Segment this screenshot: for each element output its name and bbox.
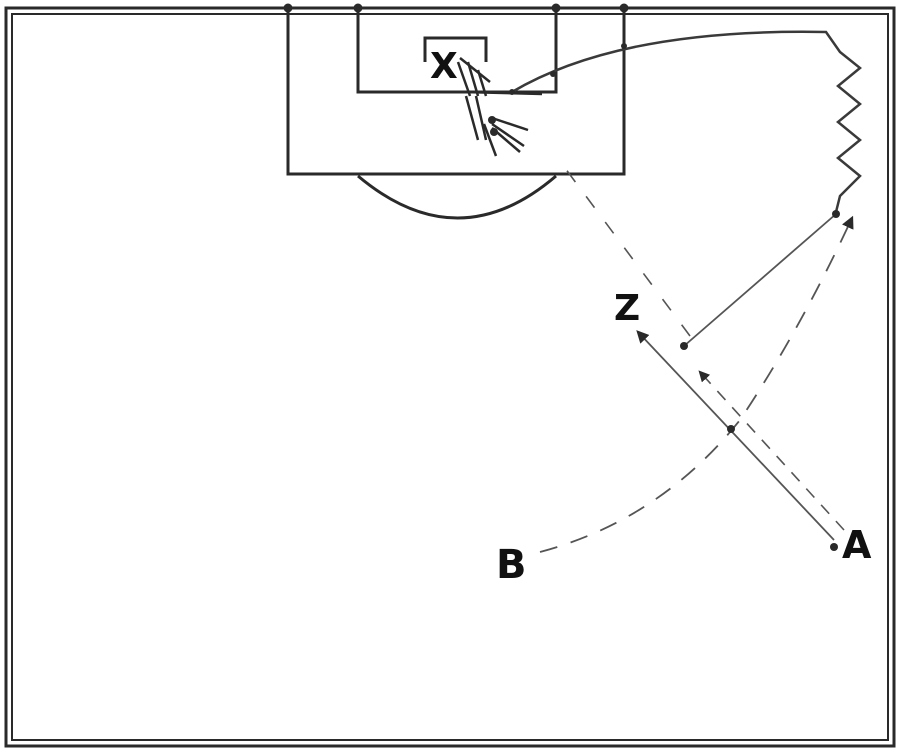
rim-backboard: [423, 36, 488, 62]
corner-node: [832, 210, 840, 218]
lane-key: [283, 3, 629, 176]
top-node: [621, 43, 627, 49]
a-pass-dashed-line: [698, 370, 845, 531]
player-b-label: B: [496, 542, 527, 588]
z-screen-line: [683, 213, 837, 347]
a-cut-to-z-line: [636, 330, 835, 541]
court-boundary: [4, 6, 896, 748]
b-curl-dashed-path: [539, 215, 854, 553]
lane-cut-dashed-line: [561, 163, 691, 337]
x-node-1: [488, 116, 496, 124]
lane-node: [509, 89, 515, 95]
crossing-node: [727, 425, 735, 433]
baseline-dribble-path: [511, 30, 862, 213]
x-node-2: [490, 128, 498, 136]
player-a-ball: [830, 543, 838, 551]
player-a-label: A: [842, 523, 872, 567]
z-screen-node: [680, 342, 688, 350]
x-motion-lines: [456, 57, 543, 157]
player-z-label: Z: [614, 288, 640, 329]
free-throw-arc: [357, 174, 557, 220]
player-x-label: X: [430, 46, 458, 87]
arc-node: [550, 71, 556, 77]
